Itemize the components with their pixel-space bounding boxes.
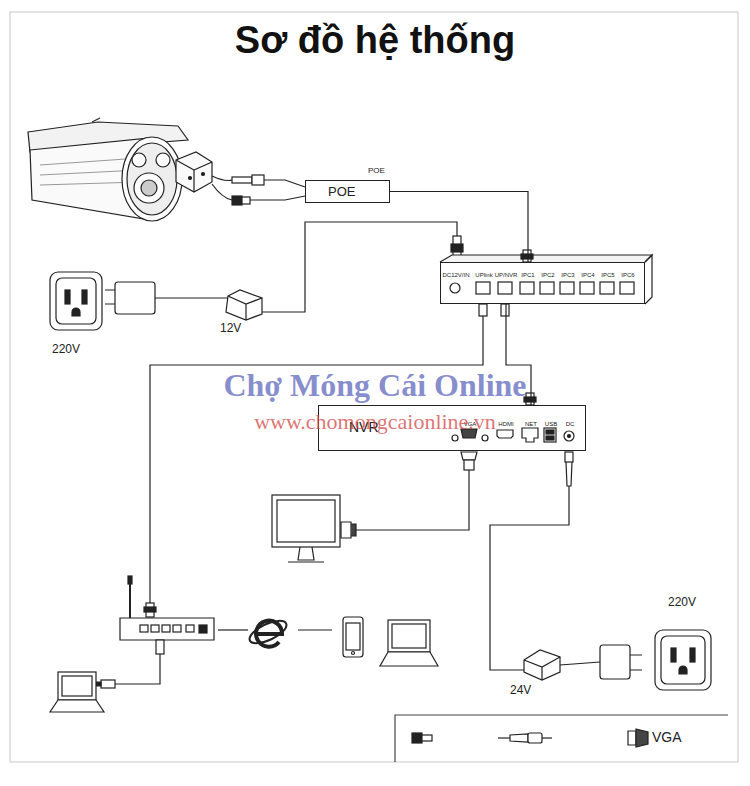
laptop-right bbox=[380, 620, 438, 666]
port-label: IPC5 bbox=[601, 272, 614, 279]
network-cable bbox=[390, 192, 528, 263]
phone bbox=[343, 617, 363, 657]
poe-switch: DC12V/IN UPlinkUP/NVRIPC1 IPC2 IPC3 IPC4 IPC5… bbox=[440, 262, 645, 304]
camera-plugs bbox=[232, 175, 305, 205]
voltage-label: 12V bbox=[220, 322, 241, 335]
legend-box bbox=[395, 715, 728, 762]
rj45-port bbox=[580, 282, 594, 294]
wire bbox=[298, 629, 332, 630]
port-label: UPlink bbox=[475, 272, 492, 279]
poe-switch-body bbox=[150, 250, 652, 603]
port-label: IPC1 bbox=[521, 272, 534, 279]
power-outlet-right bbox=[524, 630, 711, 690]
rj45-port bbox=[498, 282, 512, 294]
monitor bbox=[272, 495, 356, 562]
router bbox=[96, 576, 214, 688]
voltage-label: 220V bbox=[668, 596, 696, 609]
title: Sơ đồ hệ thống bbox=[235, 20, 515, 62]
camera bbox=[28, 118, 232, 221]
port-label: DC bbox=[566, 421, 575, 428]
device-name: POE bbox=[368, 167, 385, 176]
wire bbox=[218, 629, 248, 630]
rj45-port bbox=[560, 282, 574, 294]
port-label: IPC2 bbox=[541, 272, 554, 279]
nvr-ports bbox=[356, 393, 574, 670]
legend-item: VGA bbox=[652, 730, 682, 745]
rj45-port bbox=[540, 282, 554, 294]
legend-text: VGA bbox=[652, 729, 682, 745]
power-outlet-left bbox=[50, 222, 463, 330]
watermark: www.chomongcaionline.vn bbox=[254, 410, 496, 434]
rj45-port bbox=[520, 282, 534, 294]
frame bbox=[10, 12, 738, 762]
port-label: POE bbox=[328, 185, 355, 199]
port-label: IPC3 bbox=[561, 272, 574, 279]
port-label: UP/NVR bbox=[495, 272, 518, 279]
port-label: HDMI bbox=[498, 421, 513, 428]
internet-icon bbox=[246, 616, 289, 647]
port-label: IPC4 bbox=[581, 272, 594, 279]
laptop-left bbox=[50, 672, 104, 712]
port-label: IPC6 bbox=[621, 272, 634, 279]
port-label: NET bbox=[525, 421, 537, 428]
watermark: Chợ Móng Cái Online bbox=[223, 368, 526, 403]
poe-injector: POEPOE bbox=[305, 180, 390, 203]
rj45-port bbox=[620, 282, 634, 294]
rj45-port bbox=[600, 282, 614, 294]
voltage-label: 220V bbox=[52, 343, 80, 356]
rj45-port bbox=[476, 282, 490, 294]
port-label: USB bbox=[545, 421, 557, 428]
port-label: DC12V/IN bbox=[442, 272, 469, 279]
voltage-label: 24V bbox=[510, 684, 531, 697]
